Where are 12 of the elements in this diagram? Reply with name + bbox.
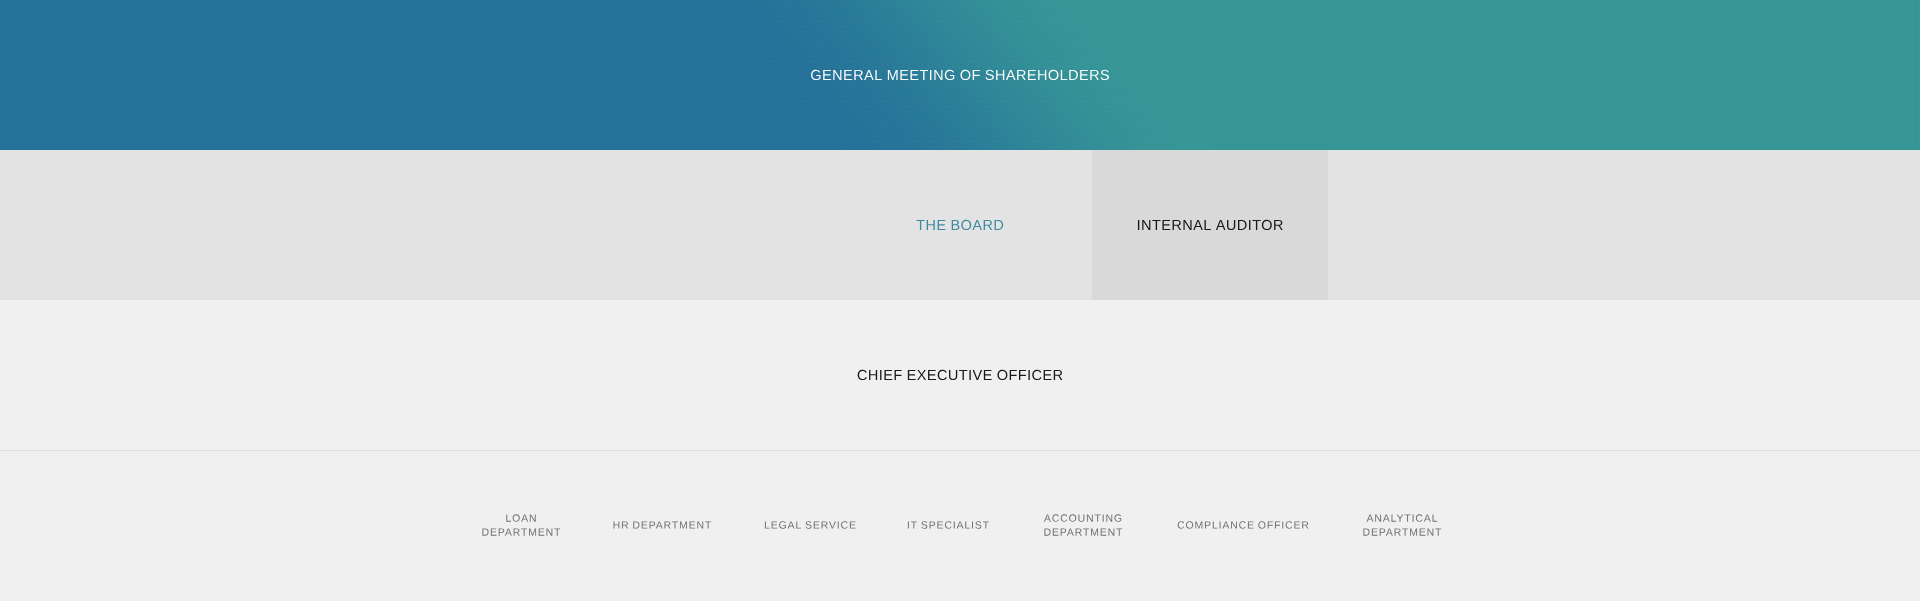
department-label: ANALYTICAL DEPARTMENT [1363,514,1442,536]
row-band: CHIEF EXECUTIVE OFFICER [0,300,1920,450]
department-label: IT SPECIALIST [907,521,989,529]
department-label: LEGAL SERVICE [764,521,856,529]
header-band: GENERAL MEETING OF SHAREHOLDERS [0,0,1920,150]
node-label: GENERAL MEETING OF SHAREHOLDERS [811,69,1110,81]
department-label: COMPLIANCE OFFICER [1177,521,1309,529]
department-label: HR DEPARTMENT [613,521,712,529]
node-label: CHIEF EXECUTIVE OFFICER [857,369,1063,381]
department-label: LOAN DEPARTMENT [482,514,561,536]
department-label: ACCOUNTING DEPARTMENT [1043,514,1123,536]
cell-box: INTERNAL AUDITOR [1092,150,1328,300]
